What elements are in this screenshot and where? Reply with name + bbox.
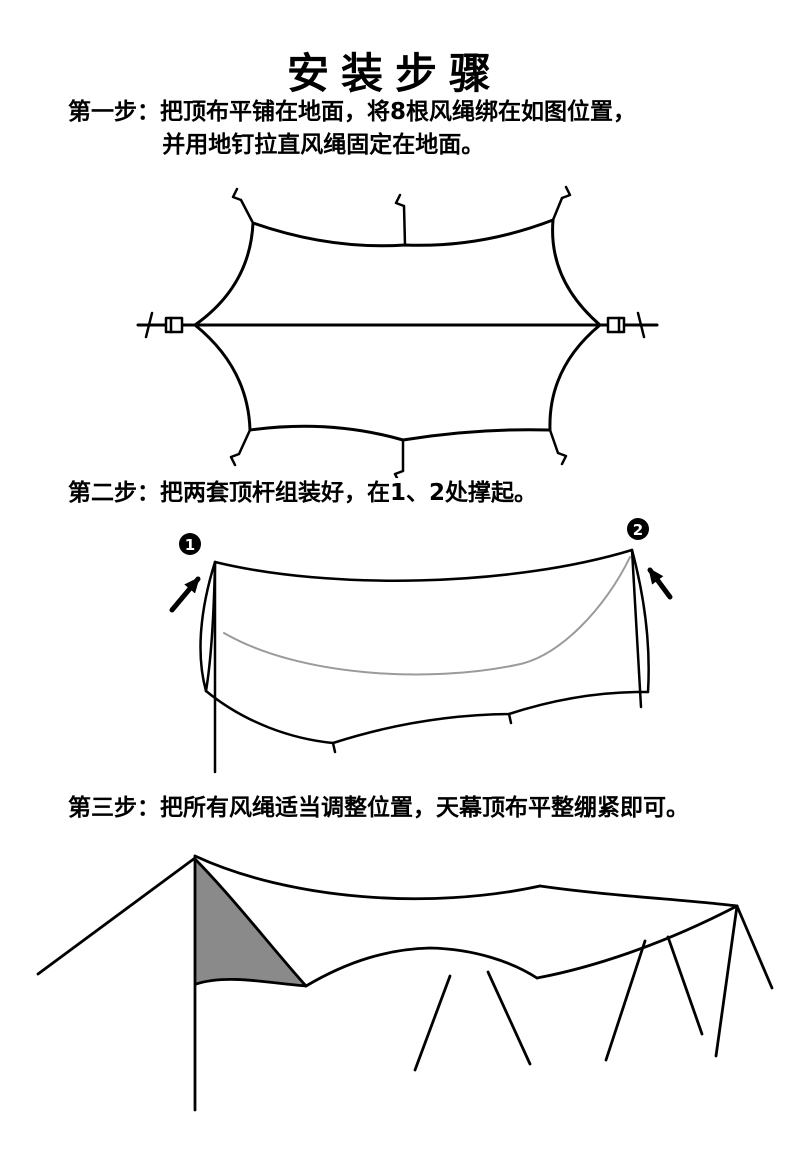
step-2-label: 第二步： (68, 480, 160, 506)
pole-1-badge-number: 1 (185, 536, 195, 554)
pole-2-badge: 2 (627, 518, 649, 540)
guy-rope-bottom-center (393, 438, 405, 478)
arrow-1-icon (169, 576, 201, 613)
right-top-edge (538, 884, 739, 908)
step-3-text: 第三步：把所有风绳适当调整位置，天幕顶布平整绷紧即可。 (68, 792, 750, 825)
erected-tarp-diagram: 1 2 (169, 518, 673, 774)
ridge-edge (213, 548, 634, 582)
far-edge-line (223, 556, 631, 676)
tie-mark (331, 741, 337, 754)
guy-rope-center-a (413, 974, 452, 1072)
guy-rope-center-b (486, 970, 532, 1066)
flat-tarp-diagram (136, 185, 659, 478)
right-scallop-edge (535, 904, 739, 980)
step-2-text: 第二步：把两套顶杆组装好，在1、2处撑起。 (68, 477, 750, 510)
step-1-line2: 并用地钉拉直风绳固定在地面。 (162, 132, 485, 159)
step-1-text: 第一步：把顶布平铺在地面，将8根风绳绑在如图位置， 并用地钉拉直风绳固定在地面。 (68, 96, 750, 163)
step-1-line1: 把顶布平铺在地面，将8根风绳绑在如图位置， (160, 99, 637, 125)
right-edge (630, 548, 650, 694)
guy-rope-top-center (394, 193, 407, 247)
left-corner-flap (199, 560, 217, 693)
arrow-2-icon (647, 567, 673, 600)
guy-rope-top-right (551, 185, 572, 222)
pole-1-badge: 1 (179, 533, 201, 555)
front-bottom-edge (204, 689, 650, 745)
tie-mark (507, 712, 513, 725)
guy-rope-bottom-right (548, 428, 568, 466)
step-3-label: 第三步： (68, 795, 160, 821)
tarp-outline (193, 218, 602, 442)
guy-rope-left (36, 856, 197, 976)
stake-left-icon (144, 311, 184, 339)
page-title: 安装步骤 (286, 49, 503, 99)
front-arch-edge (304, 946, 539, 988)
guy-rope-mid-a (604, 939, 647, 1062)
guy-ropes (229, 185, 572, 478)
finished-tarp-diagram (36, 854, 774, 1112)
guy-rope-top-left (231, 187, 255, 225)
right-corner-seam (714, 904, 739, 1058)
step-2-body: 把两套顶杆组装好，在1、2处撑起。 (160, 480, 538, 506)
pole-2-badge-number: 2 (633, 521, 643, 539)
guy-rope-right (735, 904, 774, 990)
ridge-edge (193, 854, 542, 901)
guy-rope-bottom-left (229, 428, 252, 467)
left-front-edge (194, 858, 308, 988)
guy-rope-mid-b (666, 935, 704, 1036)
step-3-body: 把所有风绳适当调整位置，天幕顶布平整绷紧即可。 (160, 795, 689, 821)
shade-bottom-edge (194, 978, 308, 988)
stake-right-icon (606, 311, 646, 339)
pole-2 (630, 548, 643, 709)
step-1-label: 第一步： (68, 99, 160, 125)
